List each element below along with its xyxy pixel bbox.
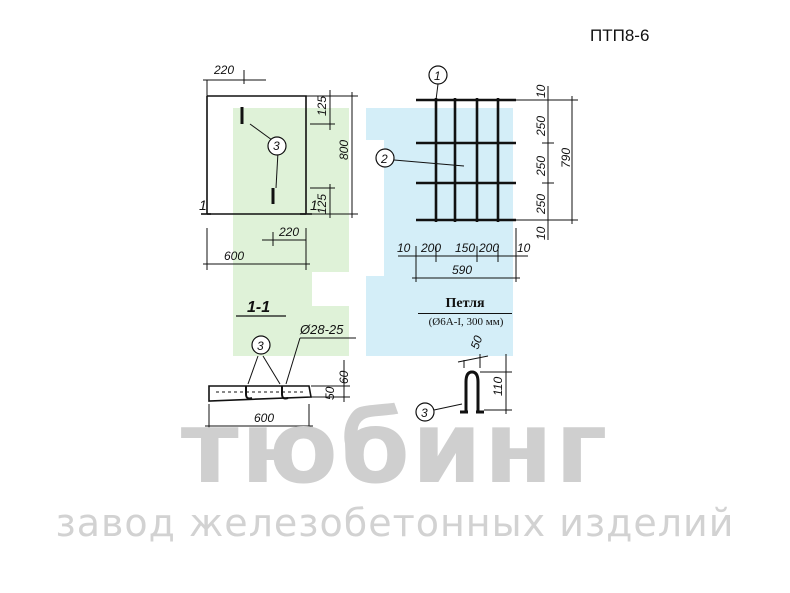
mesh-dim-y-3: 250 — [534, 194, 548, 215]
plate-dim-height: 800 — [337, 140, 351, 160]
watermark-brand: тюбинг — [180, 389, 610, 506]
product-code: ПТП8-6 — [590, 26, 650, 45]
section-loop-a — [245, 386, 253, 400]
loop-dim-width: 50 — [468, 333, 486, 351]
logo-blue-cut — [366, 140, 384, 276]
section-loop-b — [281, 386, 289, 400]
mesh-marker-1: 1 — [434, 69, 441, 83]
section-title: 1-1 — [247, 299, 270, 316]
section-dim-thickness-1: 50 — [323, 386, 337, 400]
section-marker-circle — [251, 335, 271, 355]
mesh-view — [375, 65, 578, 282]
plate-view — [201, 70, 358, 270]
plate-marker-side-left: 1 — [199, 197, 207, 213]
logo-overlay — [233, 108, 513, 356]
loop-shape — [464, 370, 480, 412]
section-rebar-note: Ø28-25 — [299, 322, 344, 337]
section-marker-loop: 3 — [257, 339, 264, 353]
loop-marker: 3 — [421, 406, 428, 420]
loop-spec: (Ø6A-I, 300 мм) — [428, 316, 504, 328]
plate-dim-bottom-offset: 220 — [278, 225, 299, 239]
section-dim-thickness-2: 60 — [337, 370, 351, 384]
plate-marker-circle — [267, 136, 287, 156]
mesh-dim-y-2: 250 — [534, 156, 548, 177]
loop-dim-height: 110 — [491, 377, 505, 396]
section-dim-width: 600 — [254, 411, 274, 425]
mesh-dim-x-4: 10 — [517, 241, 531, 255]
plate-dim-width: 600 — [224, 249, 244, 263]
mesh-bars-horizontal — [416, 98, 516, 222]
loop-title: Петля — [418, 296, 512, 314]
mesh-dim-x-0: 10 — [397, 241, 411, 255]
section-view — [205, 315, 356, 432]
mesh-dim-x-1: 200 — [420, 241, 441, 255]
mesh-bars-vertical — [434, 98, 500, 222]
mesh-dim-y-4: 10 — [534, 226, 548, 240]
mesh-dim-x-3: 200 — [478, 241, 499, 255]
loop-view — [415, 354, 512, 422]
loop-marker-circle — [415, 402, 435, 422]
plate-dim-top-offset: 220 — [213, 63, 234, 77]
mesh-dim-total-y: 790 — [559, 148, 573, 168]
plate-marker-side-right: 1 — [310, 197, 318, 213]
mesh-marker-1-circle — [428, 65, 448, 85]
mesh-marker-2-circle — [375, 148, 395, 168]
plate-marker-loop: 3 — [273, 139, 280, 153]
logo-green-block — [233, 108, 349, 356]
logo-green-cut — [312, 272, 349, 306]
plate-dim-bottom-edge: 125 — [315, 194, 329, 214]
plate-dim-top-edge: 125 — [315, 96, 329, 116]
mesh-dim-total-x: 590 — [452, 263, 472, 277]
mesh-dim-y-0: 10 — [534, 84, 548, 98]
mesh-dim-y-1: 250 — [534, 116, 548, 137]
logo-blue-block — [366, 108, 513, 356]
watermark-tagline: завод железобетонных изделий — [55, 501, 735, 545]
mesh-marker-2: 2 — [380, 152, 388, 166]
mesh-dim-x-2: 150 — [455, 241, 475, 255]
